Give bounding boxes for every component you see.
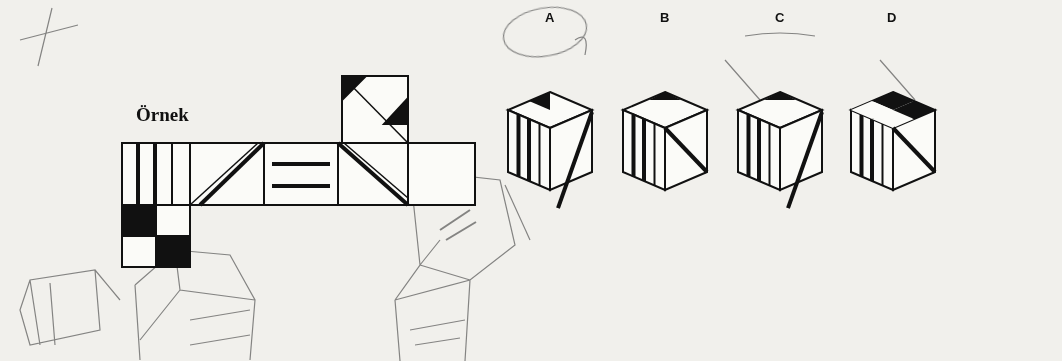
- stripe: [769, 124, 771, 186]
- pencil-marks: [20, 1, 915, 361]
- option-letter: D: [887, 10, 896, 25]
- cube-left: [738, 110, 780, 190]
- stripe: [882, 124, 884, 186]
- stripe: [860, 115, 864, 177]
- top-mark: [851, 101, 893, 119]
- answer-cubes: [508, 92, 935, 208]
- cube-left: [508, 110, 550, 190]
- diagonal: [558, 112, 592, 208]
- stripe: [654, 124, 656, 186]
- stripe: [517, 115, 521, 177]
- cube-right: [665, 110, 707, 190]
- top-mark: [649, 92, 681, 100]
- cube-left: [623, 110, 665, 190]
- stripe: [527, 119, 531, 181]
- stripe: [539, 124, 541, 186]
- stripe: [757, 119, 761, 181]
- diagonal: [665, 128, 707, 172]
- stripe: [747, 115, 751, 177]
- option-letter: B: [660, 10, 669, 25]
- top-mark: [529, 92, 550, 110]
- stripe: [870, 119, 874, 181]
- cube-right: [780, 110, 822, 190]
- diagonal: [893, 128, 935, 172]
- example-label: Örnek: [136, 104, 189, 126]
- cube-net: [122, 76, 475, 267]
- option-letter: A: [545, 10, 554, 25]
- cube-right: [550, 110, 592, 190]
- stripe: [642, 119, 646, 181]
- top-mark: [893, 101, 935, 119]
- diagonal: [788, 112, 822, 208]
- stripe: [632, 115, 636, 177]
- top-mark: [508, 110, 550, 128]
- top-mark: [764, 92, 796, 100]
- option-letter: C: [775, 10, 784, 25]
